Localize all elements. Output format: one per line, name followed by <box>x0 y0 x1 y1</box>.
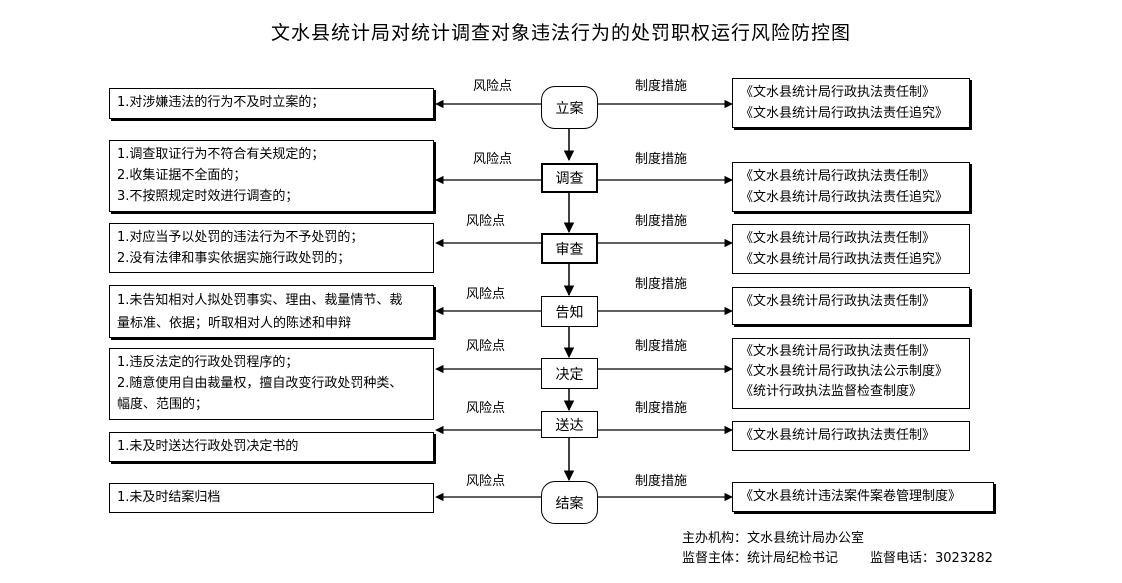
measure-label: 制度措施 <box>635 79 688 94</box>
risk-label: 风险点 <box>466 339 506 354</box>
measure-text: 《文水县统计局行政执法责任制》 <box>740 169 936 184</box>
risk-text: 2.随意使用自由裁量权，擅自改变行政处罚种类、 <box>117 376 403 391</box>
risk-text: 幅度、范围的； <box>117 397 209 412</box>
measure-text: 《文水县统计局行政执法责任追究》 <box>740 106 949 121</box>
measure-label: 制度措施 <box>635 339 688 354</box>
measure-label: 制度措施 <box>635 474 688 489</box>
measure-box-gao-zhi: 《文水县统计局行政执法责任制》 <box>732 287 970 325</box>
risk-label: 风险点 <box>473 152 513 167</box>
risk-text: 1.调查取证行为不符合有关规定的； <box>117 147 325 162</box>
risk-text: 1.未告知相对人拟处罚事实、理由、裁量情节、裁 <box>117 293 403 308</box>
risk-text: 量标准、依据；听取相对人的陈述和申辩 <box>117 316 352 331</box>
risk-box-song-da: 1.未及时送达行政处罚决定书的 <box>109 432 434 462</box>
risk-text: 1.未及时结案归档 <box>117 490 221 505</box>
measure-label: 制度措施 <box>635 152 688 167</box>
measure-text: 《文水县统计局行政执法责任制》 <box>740 344 936 359</box>
measure-text: 《文水县统计违法案件案卷管理制度》 <box>740 489 962 504</box>
footer-phone: 监督电话：3023282 <box>870 551 993 566</box>
step-song-da: 送达 <box>541 411 598 438</box>
risk-text: 1.未及时送达行政处罚决定书的 <box>117 439 299 454</box>
risk-text: 1.对涉嫌违法的行为不及时立案的； <box>117 95 325 110</box>
risk-box-shen-cha: 1.对应当予以处罚的违法行为不予处罚的； 2.没有法律和事实依据实施行政处罚的； <box>109 223 434 273</box>
risk-text: 2.收集证据不全面的； <box>117 168 247 183</box>
measure-box-shen-cha: 《文水县统计局行政执法责任制》 《文水县统计局行政执法责任追究》 <box>732 224 970 274</box>
measure-label: 制度措施 <box>635 277 688 292</box>
risk-text: 1.违反法定的行政处罚程序的； <box>117 355 299 370</box>
risk-label: 风险点 <box>466 287 506 302</box>
risk-label: 风险点 <box>466 214 506 229</box>
risk-label: 风险点 <box>466 474 506 489</box>
measure-box-jue-ding: 《文水县统计局行政执法责任制》 《文水县统计局行政执法公示制度》 《统计行政执法… <box>732 338 970 409</box>
measure-text: 《文水县统计局行政执法责任制》 <box>740 294 936 309</box>
step-jie-an: 结案 <box>541 481 598 524</box>
step-shen-cha: 审查 <box>541 233 598 264</box>
measure-box-song-da: 《文水县统计局行政执法责任制》 <box>732 421 970 451</box>
risk-text: 1.对应当予以处罚的违法行为不予处罚的； <box>117 230 364 245</box>
risk-box-jie-an: 1.未及时结案归档 <box>109 483 434 513</box>
measure-text: 《统计行政执法监督检查制度》 <box>740 384 923 399</box>
measure-label: 制度措施 <box>635 214 688 229</box>
footer-supervisor: 监督主体：统计局纪检书记 <box>682 551 839 566</box>
page-title: 文水县统计局对统计调查对象违法行为的处罚职权运行风险防控图 <box>270 22 851 44</box>
measure-text: 《文水县统计局行政执法公示制度》 <box>740 364 949 379</box>
step-gao-zhi: 告知 <box>541 296 598 327</box>
step-li-an: 立案 <box>541 86 598 129</box>
measure-text: 《文水县统计局行政执法责任制》 <box>740 231 936 246</box>
measure-box-li-an: 《文水县统计局行政执法责任制》 《文水县统计局行政执法责任追究》 <box>732 78 970 128</box>
risk-box-jue-ding: 1.违反法定的行政处罚程序的； 2.随意使用自由裁量权，擅自改变行政处罚种类、 … <box>109 348 434 420</box>
risk-box-li-an: 1.对涉嫌违法的行为不及时立案的； <box>109 88 434 119</box>
footer-organizer: 主办机构：文水县统计局办公室 <box>682 531 865 546</box>
measure-text: 《文水县统计局行政执法责任追究》 <box>740 252 949 267</box>
risk-label: 风险点 <box>473 79 513 94</box>
risk-label: 风险点 <box>466 401 506 416</box>
measure-text: 《文水县统计局行政执法责任制》 <box>740 428 936 443</box>
measure-label: 制度措施 <box>635 401 688 416</box>
risk-text: 3.不按照规定时效进行调查的； <box>117 189 299 204</box>
risk-box-gao-zhi: 1.未告知相对人拟处罚事实、理由、裁量情节、裁 量标准、依据；听取相对人的陈述和… <box>109 285 434 338</box>
measure-text: 《文水县统计局行政执法责任制》 <box>740 85 936 100</box>
risk-box-diao-cha: 1.调查取证行为不符合有关规定的； 2.收集证据不全面的； 3.不按照规定时效进… <box>109 140 434 212</box>
measure-box-diao-cha: 《文水县统计局行政执法责任制》 《文水县统计局行政执法责任追究》 <box>732 162 970 212</box>
measure-text: 《文水县统计局行政执法责任追究》 <box>740 190 949 205</box>
step-diao-cha: 调查 <box>541 163 598 193</box>
risk-text: 2.没有法律和事实依据实施行政处罚的； <box>117 251 351 266</box>
step-jue-ding: 决定 <box>541 358 598 389</box>
measure-box-jie-an: 《文水县统计违法案件案卷管理制度》 <box>732 482 994 512</box>
